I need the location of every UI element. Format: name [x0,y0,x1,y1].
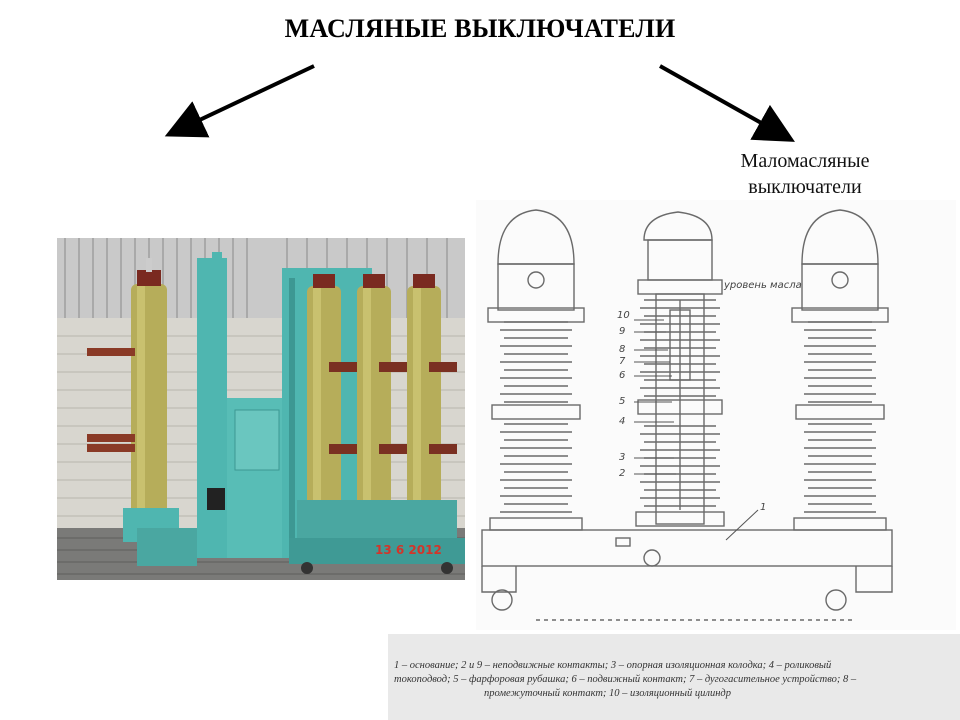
callout-label: 6 [619,370,625,381]
callout-label: 9 [619,326,625,337]
callout-label: 8 [619,344,625,355]
right-breaker-unit [282,268,465,574]
left-breaker-unit [87,252,287,566]
callout-label: 3 [619,452,625,463]
callout-label: 2 [619,468,625,479]
legend-line-3: промежуточный контакт; 10 – изоляционный… [484,688,731,699]
callout-label: 4 [619,416,625,427]
right-arrow [659,64,795,142]
drawing-legend: 1 – основание; 2 и 9 – неподвижные конта… [394,659,956,701]
drawing-oil-level: уровень масла [723,280,802,291]
subtitle-line-1: Маломасляные [740,150,870,172]
arrows [164,64,795,142]
drawing-pole-center [635,211,725,527]
drawing-callout-leaders [634,319,759,541]
page-title: МАСЛЯНЫЕ ВЫКЛЮЧАТЕЛИ [284,14,676,43]
subtitle: Маломасляные выключатели [715,148,895,200]
callout-label: 5 [619,396,625,407]
subtitle-line-2: выключатели [748,176,862,198]
callout-label: 10 [617,310,630,321]
photo-date-stamp: 13 6 2012 [375,543,442,557]
left-arrow [164,64,315,138]
callout-label: 7 [619,356,626,367]
breaker-photo: 13 6 2012 [57,238,465,580]
drawing-base-frame [481,529,893,621]
breaker-drawing: уровень масла 10 9 8 7 6 5 4 3 2 1 [476,200,956,630]
legend-line-1: 1 – основание; 2 и 9 – неподвижные конта… [394,660,832,671]
legend-background [388,634,960,720]
callout-label: 1 [760,502,766,513]
legend-line-2: токоподвод; 5 – фарфоровая рубашка; 6 – … [394,674,857,685]
